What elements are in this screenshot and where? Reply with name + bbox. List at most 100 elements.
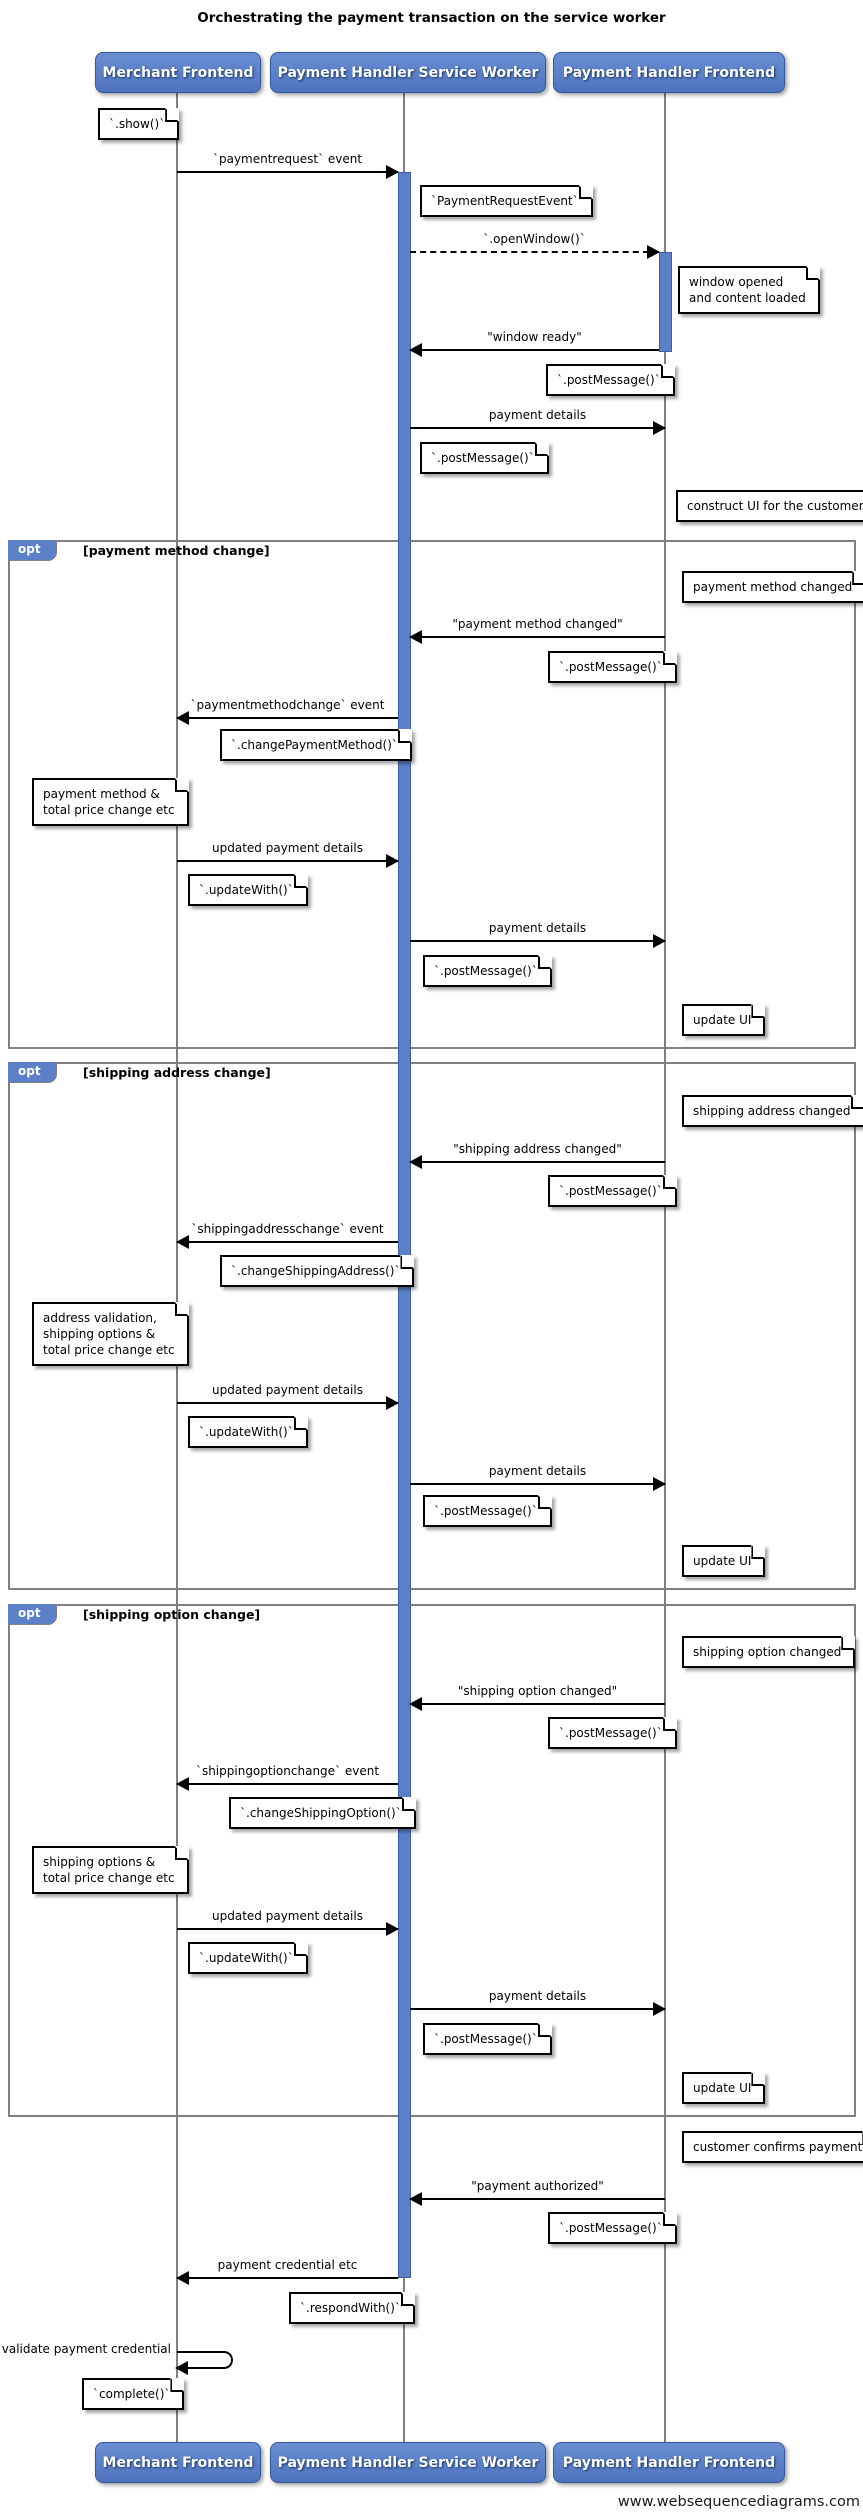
note: `.postMessage()` [548, 1175, 677, 1207]
note: `.postMessage()` [423, 1495, 552, 1527]
opt-condition: [shipping address change] [83, 1065, 271, 1080]
note-text: payment method & [43, 787, 160, 801]
arrowhead-left-icon [176, 1777, 189, 1791]
message-label: `paymentrequest` event [212, 152, 363, 166]
message-arrow [177, 1396, 399, 1410]
note-text: `.postMessage()` [559, 2221, 663, 2235]
message-arrow [410, 934, 666, 948]
participant-box: Merchant Frontend [95, 2442, 261, 2483]
note: `PaymentRequestEvent` [420, 185, 593, 217]
arrowhead-left-icon [409, 1697, 422, 1711]
participant-box: Payment Handler Frontend [553, 52, 785, 93]
note-text: window opened [689, 275, 784, 289]
message-arrow [410, 421, 666, 435]
message-label: payment details [488, 1464, 587, 1478]
note-text: `.postMessage()` [557, 373, 661, 387]
note-text: `.postMessage()` [559, 660, 663, 674]
note-text: `.postMessage()` [431, 451, 535, 465]
note-text: `.updateWith()` [199, 1425, 294, 1439]
participant-box: Merchant Frontend [95, 52, 261, 93]
arrowhead-left-icon [176, 2271, 189, 2285]
note-text: `.postMessage()` [434, 1504, 538, 1518]
note-fold-icon [852, 571, 863, 585]
opt-condition: [shipping option change] [83, 1607, 261, 1622]
message-label: `.openWindow()` [483, 232, 586, 246]
note: `.postMessage()` [548, 2212, 677, 2244]
arrowhead-left-icon [176, 711, 189, 725]
note-text: `.postMessage()` [559, 1184, 663, 1198]
message-arrow [177, 165, 399, 179]
lifeline [176, 93, 178, 2442]
note: address validation,shipping options &tot… [32, 1302, 189, 1366]
note: `.postMessage()` [423, 2023, 552, 2055]
participant-box: Payment Handler Service Worker [270, 52, 546, 93]
note: `.postMessage()` [546, 364, 675, 396]
arrowhead-right-icon [653, 934, 666, 948]
opt-condition: [payment method change] [83, 543, 270, 558]
note: `.changeShippingOption()` [229, 1797, 416, 1829]
note: update UI [682, 1545, 766, 1577]
note-text: `.changePaymentMethod()` [231, 738, 398, 752]
message-label: payment details [488, 921, 587, 935]
activation-bar [397, 172, 411, 2278]
message-label: "shipping address changed" [453, 1142, 622, 1156]
note: `.respondWith()` [289, 2292, 415, 2324]
note: `.updateWith()` [188, 1416, 308, 1448]
opt-label: opt [8, 540, 57, 561]
message-label: "payment authorized" [471, 2179, 604, 2193]
note: update UI [682, 2072, 766, 2104]
note-text: address validation, [43, 1311, 157, 1325]
note: `complete()` [82, 2378, 185, 2410]
note-text: `.updateWith()` [199, 1951, 294, 1965]
note: `.changeShippingAddress()` [220, 1255, 415, 1287]
arrowhead-left-icon [175, 2361, 188, 2375]
note-text: update UI [693, 1013, 752, 1027]
message-label: `shippingaddresschange` event [191, 1222, 384, 1236]
note-text: update UI [693, 2081, 752, 2095]
note-text: total price change etc [43, 803, 175, 817]
message-arrow [177, 1922, 399, 1936]
participant-box: Payment Handler Frontend [553, 2442, 785, 2483]
participant-box: Payment Handler Service Worker [270, 2442, 546, 2483]
note-text: shipping options & [43, 1855, 156, 1869]
note-text: `.postMessage()` [559, 1726, 663, 1740]
opt-label: opt [8, 1604, 57, 1625]
message-arrow [410, 1477, 666, 1491]
message-arrow [409, 343, 659, 357]
note-text: total price change etc [43, 1871, 175, 1885]
arrowhead-left-icon [409, 343, 422, 357]
message-label: payment details [488, 408, 587, 422]
message-arrow [409, 1697, 665, 1711]
arrowhead-left-icon [409, 630, 422, 644]
lifeline [664, 93, 666, 2442]
message-arrow [176, 1235, 398, 1249]
note-text: `.changeShippingOption()` [240, 1806, 402, 1820]
note-text: shipping address changed [693, 1104, 851, 1118]
arrowhead-right-icon [386, 854, 399, 868]
message-label: "window ready" [487, 330, 582, 344]
note: shipping address changed [682, 1095, 863, 1127]
message-label: updated payment details [212, 1909, 363, 1923]
note-text: payment method changed [693, 580, 853, 594]
note-text: update UI [693, 1554, 752, 1568]
arrowhead-right-icon [386, 165, 399, 179]
message-arrow [410, 245, 660, 259]
arrowhead-right-icon [653, 421, 666, 435]
message-label: `paymentmethodchange` event [190, 698, 385, 712]
note-text: and content loaded [689, 291, 806, 305]
message-label: updated payment details [212, 841, 363, 855]
message-arrow [176, 1777, 398, 1791]
note-text: `.updateWith()` [199, 883, 294, 897]
watermark-link: www.websequencediagrams.com [617, 2494, 860, 2510]
note: `.changePaymentMethod()` [220, 729, 412, 761]
self-message-arrow [175, 2351, 233, 2375]
note: `.show()` [98, 108, 180, 140]
note: window opened and content loaded [678, 266, 820, 314]
note: shipping options & total price change etc [32, 1846, 189, 1894]
message-label: payment credential etc [217, 2258, 358, 2272]
note: payment method changed [682, 571, 863, 603]
note: `.postMessage()` [548, 651, 677, 683]
opt-fragment [8, 540, 856, 1049]
message-label: `shippingoptionchange` event [195, 1764, 380, 1778]
